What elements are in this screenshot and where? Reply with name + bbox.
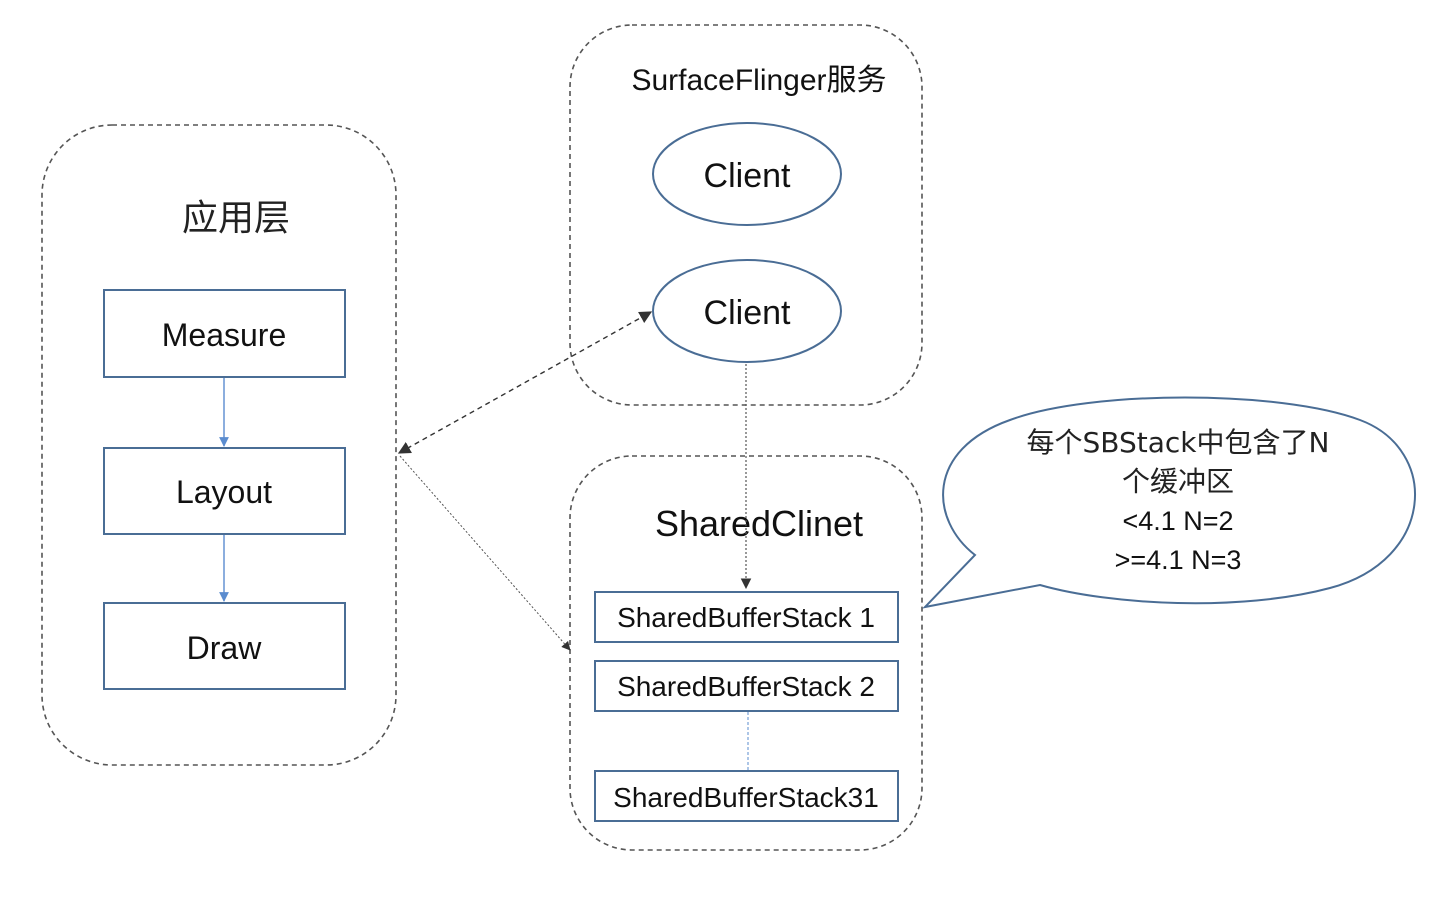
- shared-buffer-stack-2-box: [594, 660, 899, 712]
- shared-buffer-stack-1-box: [594, 591, 899, 643]
- layout-box: [103, 447, 346, 535]
- app-to-shared-client-arrow: [399, 455, 571, 651]
- shared-buffer-stack-31-box: [594, 770, 899, 822]
- measure-box: [103, 289, 346, 378]
- client-label-2: Client: [704, 294, 791, 332]
- callout-shape: [922, 396, 1416, 609]
- callout-line-1: 每个SBStack中包含了N: [1027, 426, 1330, 459]
- shared-client-group: SharedClinet SharedBufferStack 1 SharedB…: [569, 455, 923, 851]
- surfaceflinger-group: SurfaceFlinger服务 Client Client: [569, 24, 923, 406]
- app-layer-group: 应用层 Measure Layout Draw: [41, 124, 397, 766]
- shared-buffer-stack-31-label: SharedBufferStack31: [613, 782, 879, 813]
- shared-buffer-stack-2-label: SharedBufferStack 2: [617, 671, 875, 702]
- app-layer-title: 应用层: [182, 198, 290, 239]
- client-label-1: Client: [704, 157, 791, 195]
- callout-line-3: <4.1 N=2: [1122, 506, 1233, 536]
- callout-line-4: >=4.1 N=3: [1115, 545, 1242, 575]
- surfaceflinger-title: SurfaceFlinger服务: [631, 64, 886, 97]
- callout-bubble: 每个SBStack中包含了N 个缓冲区 <4.1 N=2 >=4.1 N=3: [922, 396, 1416, 609]
- app-to-client-bidirectional-arrow: [397, 311, 653, 454]
- client-ellipse-1: [652, 122, 842, 226]
- client-ellipse-2: [652, 259, 842, 363]
- app-layer-container: [41, 124, 397, 766]
- shared-client-title: SharedClinet: [655, 503, 863, 544]
- draw-label: Draw: [187, 630, 263, 666]
- draw-box: [103, 602, 346, 690]
- layout-label: Layout: [176, 474, 272, 510]
- shared-buffer-stack-1-label: SharedBufferStack 1: [617, 602, 875, 633]
- measure-label: Measure: [162, 317, 287, 353]
- shared-client-container: [569, 455, 923, 851]
- callout-line-2: 个缓冲区: [1122, 465, 1234, 498]
